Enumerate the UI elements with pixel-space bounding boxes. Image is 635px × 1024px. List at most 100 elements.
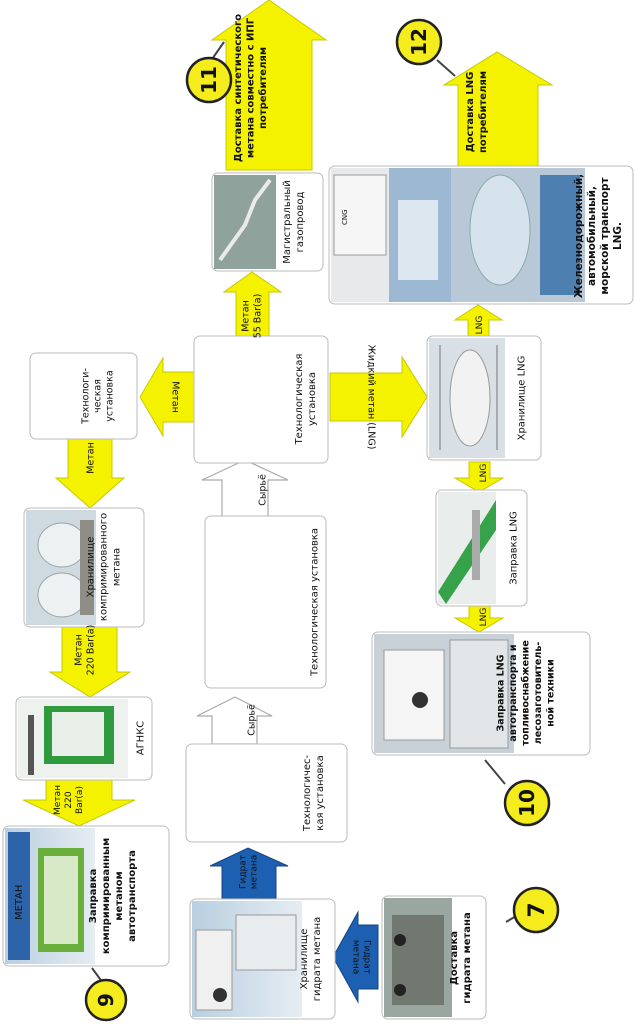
caption-hydrate-delivery-line: Доставка [449,931,460,985]
label-arrow-lng-3: LNG [479,608,489,627]
label-storage-lng-line: Хранилище LNG [517,356,528,441]
arrow-lng-delivery [442,51,554,169]
label-arrow-methane-220-line: Метан [73,634,84,666]
arrow-methane-55 [222,271,283,337]
label-arrow-lng-3-line: LNG [479,608,489,627]
label-arrow-hydrate-1: Гидратметана [239,855,260,889]
label-tech-center-line: установка [307,372,318,426]
label-arrow-methane-left: Метан [170,381,181,413]
badge-7: 7 [505,886,560,934]
caption-transport-lng-line: Железнодорожный, [573,174,585,298]
label-tech-mid-line: Технологическая установка [310,528,321,677]
svg-text:7: 7 [525,902,550,917]
label-refuel-lng: Заправка LNG [509,511,520,585]
photo-compressed-storage [26,510,96,625]
label-arrow-hydrate-2-line: Гидрат [361,940,371,974]
label-arrow-raw-2: Сырьё [246,704,257,736]
caption-refuel-lng-auto-line: ной техники [545,659,556,726]
caption-transport-lng-line: LNG. [612,222,624,250]
label-arrow-methane-down: Метан [85,442,96,474]
caption-transport-lng-line: автомобильный, [586,186,598,286]
label-tech-bottom-line: Технологичес- [302,754,313,832]
caption-lng-delivery-line: потребителям [477,71,489,153]
badge-12: 12 [395,18,456,77]
badge-11: 11 [185,41,233,104]
photo-main-pipeline [214,175,276,269]
arrow-synthetic-delivery [210,0,328,171]
label-arrow-methane-220-b-line: 220 [64,791,74,808]
photo-refuel-lng [438,492,496,604]
label-tech-mid: Технологическая установка [310,528,321,677]
label-main-pipeline-line: газопровод [295,192,306,253]
photo-agnks [18,699,128,778]
cnc-logo-text: CNG [341,209,349,225]
arrow-hydrate-left [332,910,379,1004]
caption-refuel-auto-line: Заправка [88,869,99,924]
arrow-methane-left [139,356,195,438]
label-arrow-liquid-methane: Жидкий метан (LNG) [366,345,377,450]
label-arrow-hydrate-2: Гидратметана [350,940,371,974]
arrow-lng-down-2 [453,605,505,633]
label-arrow-methane-220: Метан220 Bar(a) [73,625,96,676]
label-arrow-lng-1-line: LNG [475,316,485,335]
label-arrow-raw-2-line: Сырьё [246,704,257,736]
label-agnks-line: АГНКС [136,721,147,756]
svg-text:9: 9 [94,993,118,1007]
label-arrow-lng-2-line: LNG [479,464,489,483]
caption-synthetic-delivery-line: Доставка синтетического [233,14,244,162]
caption-refuel-auto-line: автотранспорта [127,850,138,942]
caption-refuel-auto-line: метаном [114,871,125,920]
photo-storage-lng [429,338,505,458]
caption-hydrate-delivery-line: гидрата метана [462,912,473,1003]
arrow-liquid-methane [329,355,428,439]
arrow-lng-down-1 [453,461,505,493]
label-storage-compressed-line: компримированного [99,513,110,621]
label-tech-top-left-line: установка [104,370,115,421]
label-arrow-methane-220-b-line: Bar(a) [75,786,85,814]
label-arrow-methane-55: Метан55 Bar(a) [240,294,263,339]
caption-lng-delivery-line: Доставка LNG [465,72,476,153]
box-tech-mid [204,515,327,689]
label-tech-top-left-line: ческая [92,379,103,413]
arrow-hydrate-up [209,847,289,900]
label-tech-center-line: Технологическая [294,354,305,446]
caption-refuel-auto-line: компримированным [101,838,112,954]
caption-refuel-lng-auto-line: автотранспорта и [508,644,519,741]
box-tech-top-left [29,352,138,440]
caption-refuel-lng-auto-line: топливоснабжение [520,640,531,746]
caption-refuel-lng-auto-line: лесозаготовитель- [533,642,544,745]
label-arrow-hydrate-1-line: метана [250,855,260,889]
label-arrow-methane-down-line: Метан [85,442,96,474]
arrow-methane-down [54,436,126,509]
label-agnks: АГНКС [136,721,147,756]
label-arrow-lng-2: LNG [479,464,489,483]
label-refuel-lng-line: Заправка LNG [509,511,520,585]
arrow-methane-220 [48,626,132,698]
label-storage-compressed-line: метана [112,548,123,586]
caption-synthetic-delivery-line: потребителям [257,47,269,129]
label-arrow-methane-220-b-line: Метан [53,785,63,815]
badge-10: 10 [484,759,551,827]
box-tech-bottom [185,743,348,843]
label-arrow-raw-1-line: Сырьё [257,474,268,506]
label-arrow-raw-1: Сырьё [257,474,268,506]
label-storage-hydrate-line: гидрата метана [312,917,323,1002]
label-tech-top-left: Технологи-ческаяустановка [80,368,115,425]
badge-9: 9 [84,967,128,1022]
photo-refuel-bus: МЕТАН [5,828,95,964]
label-tech-bottom-line: кая установка [315,755,326,830]
arrow-raw-1 [201,459,289,519]
label-arrow-methane-55-line: Метан [240,300,251,332]
arrow-methane-220-b [22,779,136,827]
label-arrow-methane-left-line: Метан [170,381,181,413]
label-arrow-hydrate-2-line: метана [350,940,360,974]
